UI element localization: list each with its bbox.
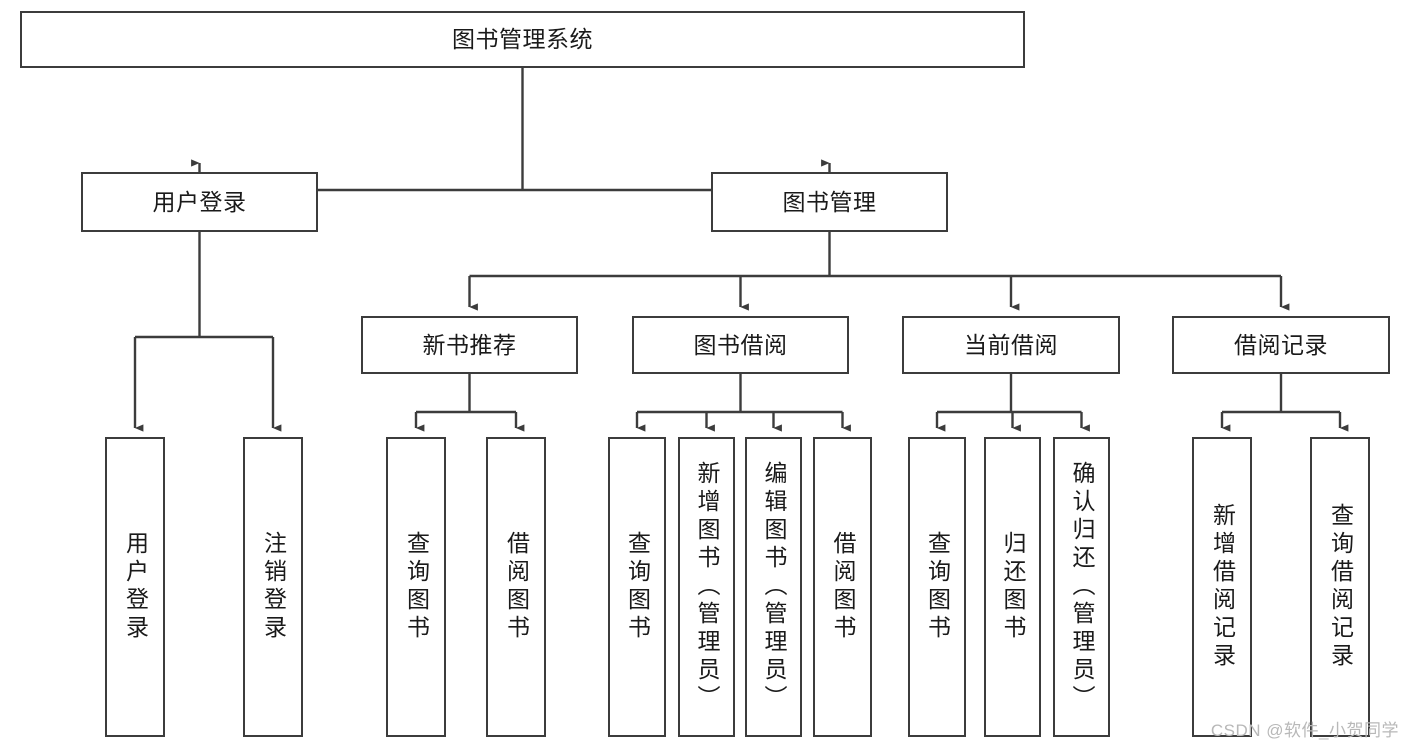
node-label: 用户登录 [122, 531, 149, 643]
node-label: 新书推荐 [422, 331, 517, 358]
node-root[interactable]: 图书管理系统 [20, 11, 1025, 68]
node-leaf-query-book-1[interactable]: 查询图书 [386, 437, 446, 737]
node-leaf-query-book-2[interactable]: 查询图书 [608, 437, 666, 737]
node-label: 新增借阅记录 [1209, 503, 1236, 671]
node-leaf-borrow-book-2[interactable]: 借阅图书 [813, 437, 872, 737]
node-label: 当前借阅 [964, 331, 1058, 358]
node-leaf-user-login[interactable]: 用户登录 [105, 437, 165, 737]
node-label: 借阅记录 [1234, 331, 1328, 358]
node-leaf-add-record[interactable]: 新增借阅记录 [1192, 437, 1252, 737]
node-book-borrow[interactable]: 图书借阅 [632, 316, 849, 374]
node-label: 图书管理 [782, 188, 877, 215]
node-label: 借阅图书 [830, 531, 856, 643]
node-label: 用户登录 [152, 188, 247, 215]
node-current-borrow[interactable]: 当前借阅 [902, 316, 1120, 374]
node-leaf-logout[interactable]: 注销登录 [243, 437, 303, 737]
node-label: 归还图书 [1000, 531, 1026, 643]
node-label: 图书管理系统 [452, 26, 593, 53]
node-label: 查询图书 [403, 531, 430, 643]
node-label: 查询图书 [624, 531, 651, 643]
node-leaf-query-record[interactable]: 查询借阅记录 [1310, 437, 1370, 737]
node-label: 新增图书（管理员） [694, 461, 720, 713]
node-leaf-return-book[interactable]: 归还图书 [984, 437, 1041, 737]
node-label: 图书借阅 [693, 331, 788, 358]
node-leaf-edit-book[interactable]: 编辑图书（管理员） [745, 437, 802, 737]
node-leaf-add-book[interactable]: 新增图书（管理员） [678, 437, 735, 737]
node-label: 借阅图书 [503, 531, 530, 643]
node-user-login[interactable]: 用户登录 [81, 172, 318, 232]
node-label: 注销登录 [260, 531, 287, 643]
node-book-manage[interactable]: 图书管理 [711, 172, 948, 232]
node-leaf-confirm-return[interactable]: 确认归还（管理员） [1053, 437, 1110, 737]
node-new-book-recommend[interactable]: 新书推荐 [361, 316, 578, 374]
node-label: 查询图书 [924, 531, 951, 643]
node-label: 确认归还（管理员） [1069, 461, 1095, 713]
node-label: 查询借阅记录 [1327, 503, 1354, 671]
node-borrow-record[interactable]: 借阅记录 [1172, 316, 1390, 374]
node-leaf-borrow-book-1[interactable]: 借阅图书 [486, 437, 546, 737]
node-leaf-query-book-3[interactable]: 查询图书 [908, 437, 966, 737]
node-label: 编辑图书（管理员） [761, 461, 787, 713]
